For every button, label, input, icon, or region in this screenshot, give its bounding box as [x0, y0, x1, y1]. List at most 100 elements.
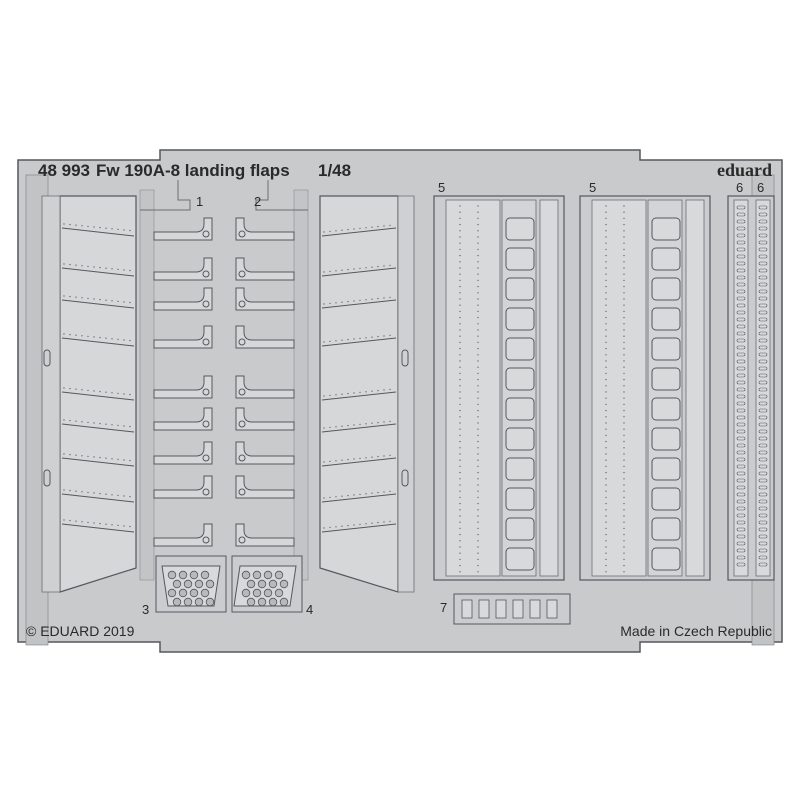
perforation-hole [200, 588, 210, 598]
rivet-dot [605, 428, 607, 430]
rivet-dot [359, 423, 361, 426]
rivet-dot [323, 527, 325, 529]
rivet-dot [605, 211, 607, 213]
rivet-dot [459, 217, 461, 220]
rivet-dot [377, 297, 379, 300]
strip-slot [736, 240, 746, 245]
rivet-dot [477, 230, 479, 232]
rivet-dot [605, 422, 607, 424]
rivet-dot [459, 533, 461, 536]
strip-slot [736, 548, 746, 553]
rivet-dot [87, 491, 89, 494]
hinge-bracket [153, 325, 213, 349]
rivet-dot [623, 236, 625, 238]
rivet-dot [99, 522, 101, 525]
rivet-dot [477, 236, 479, 238]
strip-slot [758, 408, 768, 413]
flap-rib [61, 391, 135, 401]
rivet-dot [99, 226, 101, 229]
rivet-dot [359, 493, 361, 496]
rivet-dot [459, 403, 461, 406]
rivet-dot [329, 426, 331, 429]
rivet-dot [81, 491, 83, 493]
strip-slot [758, 317, 768, 322]
strip-slot [736, 303, 746, 308]
rivet-dot [477, 217, 479, 220]
strip-slot [736, 226, 746, 231]
rivet-dot [87, 521, 89, 524]
strip-slot [758, 240, 768, 245]
rivet-dot [459, 521, 461, 523]
flap-rib [321, 523, 397, 533]
rivet-dot [377, 389, 379, 392]
rivet-dot [389, 454, 391, 457]
strip-slot [736, 492, 746, 497]
rib-cell [505, 337, 535, 361]
strip-slot [736, 359, 746, 364]
rivet-dot [459, 465, 461, 468]
small-tab [512, 599, 524, 619]
rivet-dot [477, 552, 479, 554]
rivet-dot [605, 310, 607, 313]
rivet-dot [347, 268, 349, 271]
strip-slot [736, 534, 746, 539]
strip-slot [758, 324, 768, 329]
rivet-dot [477, 285, 479, 288]
rivet-dot [371, 522, 373, 524]
rivet-dot [323, 303, 325, 305]
rivet-dot [69, 489, 71, 492]
rivet-dot [477, 558, 479, 561]
rivet-dot [605, 205, 607, 207]
strip-slot [758, 520, 768, 525]
rivet-dot [623, 385, 625, 387]
hinge-hole [202, 454, 210, 462]
perforation-hole [274, 570, 284, 580]
rivet-dot [129, 301, 131, 304]
part-label-7: 7 [440, 600, 447, 615]
rivet-dot [623, 254, 625, 257]
rivet-dot [477, 502, 479, 505]
perforation-hole [268, 597, 278, 607]
rivet-dot [123, 339, 125, 341]
rivet-dot [129, 525, 131, 528]
rivet-dot [605, 515, 607, 517]
strip-slot [758, 205, 768, 210]
rivet-dot [99, 336, 101, 339]
rivet-dot [623, 515, 625, 517]
rivet-dot [111, 494, 113, 496]
hinge-bracket [153, 407, 213, 431]
hinge-hole [202, 536, 210, 544]
strip-slot [758, 296, 768, 301]
rivet-dot [605, 459, 607, 461]
rivet-dot [623, 329, 625, 331]
perforation-hole [257, 579, 267, 589]
rivet-dot [623, 304, 625, 306]
rivet-dot [353, 268, 355, 270]
flap-slot [401, 469, 409, 487]
strip-slot [736, 338, 746, 343]
rivet-dot [605, 558, 607, 561]
rivet-dot [87, 389, 89, 392]
strip-slot [758, 282, 768, 287]
rivet-dot [477, 428, 479, 430]
rivet-dot [623, 453, 625, 455]
strip-slot [758, 233, 768, 238]
perforation-hole [183, 597, 193, 607]
flap-rib [321, 299, 397, 309]
rivet-dot [477, 316, 479, 319]
rivet-dot [99, 298, 101, 301]
rivet-dot [459, 490, 461, 492]
rivet-dot [623, 230, 625, 232]
rivet-dot [359, 267, 361, 270]
rivet-dot [123, 425, 125, 427]
rivet-dot [605, 416, 607, 418]
strip-slot [736, 219, 746, 224]
rivet-dot [477, 292, 479, 294]
rib-cell [505, 397, 535, 421]
rivet-dot [477, 478, 479, 480]
product-name: Fw 190A-8 landing flaps [96, 161, 290, 180]
rivet-dot [377, 225, 379, 228]
rivet-dot [459, 366, 461, 368]
rib-cell [505, 487, 535, 511]
hinge-hole [238, 230, 246, 238]
